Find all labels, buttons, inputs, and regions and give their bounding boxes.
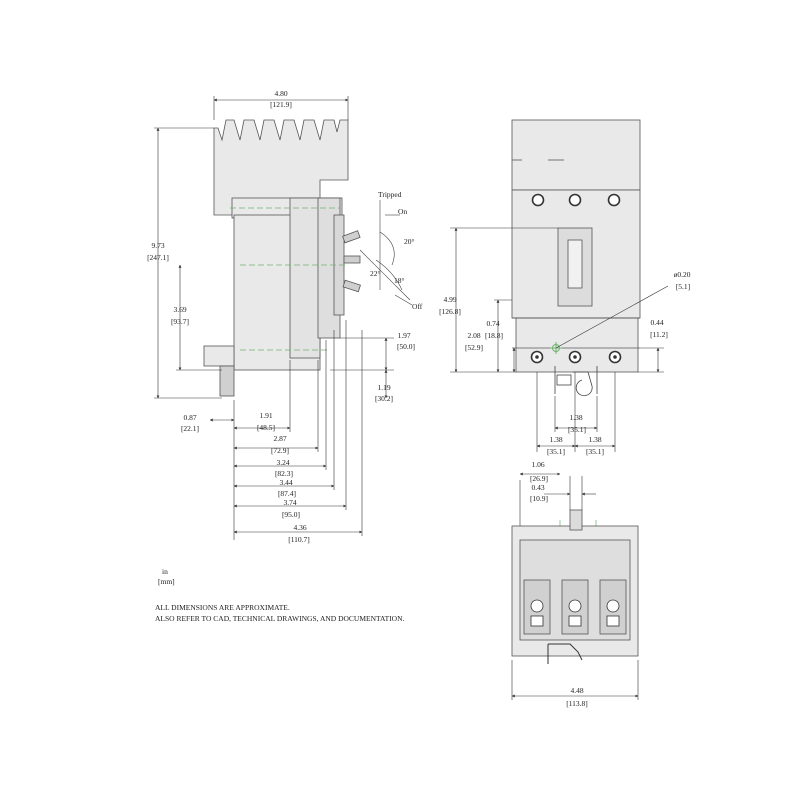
front-view-labels: 4.99 [126.8] 2.08 [52.9] 0.74 [18.8] ø0.…: [439, 270, 691, 456]
handle-width-in: 0.43: [531, 483, 544, 492]
label-angle-20: 20°: [404, 237, 415, 246]
top-screw-1: [531, 193, 545, 207]
depth-6-mm: [110.7]: [288, 535, 310, 544]
depth-3-in: 3.24: [276, 458, 289, 467]
handle-height-in: 1.97: [397, 331, 410, 340]
height-total-mm: [247.1]: [147, 253, 169, 262]
front-view-aux-terminal: [554, 366, 598, 397]
pole-spacing-right-mm: [35.1]: [586, 447, 604, 456]
top-screw-2: [568, 193, 582, 207]
note-refer-cad: ALSO REFER TO CAD, TECHNICAL DRAWINGS, A…: [155, 614, 405, 623]
side-view-lug: [219, 365, 235, 397]
height-mount-mm: [93.7]: [171, 317, 189, 326]
side-view-face: [289, 197, 321, 359]
depth-4-in: 3.44: [279, 478, 292, 487]
center-to-base-in: 2.08: [467, 331, 480, 340]
label-angle-18: 18°: [394, 276, 405, 285]
side-view-labels: 4.80 [121.9] 9.73 [247.1] 3.69 [93.7] 1.…: [147, 89, 415, 544]
handle-positions: [342, 230, 361, 293]
front-view-top-body: [511, 119, 641, 191]
handle-height-mm: [50.0]: [397, 342, 415, 351]
side-view: [203, 119, 349, 397]
depth-1-in: 1.91: [259, 411, 272, 420]
depth-2-mm: [72.9]: [271, 446, 289, 455]
lug-drop-in: 1.19: [377, 383, 390, 392]
width-top-in: 4.80: [274, 89, 287, 98]
lug-edge-in: 0.44: [650, 318, 663, 327]
height-handle-in: 4.99: [443, 295, 456, 304]
front-view-lower-body: [515, 317, 639, 373]
bottom-view-aux-wire: [547, 643, 583, 664]
bottom-view-handle: [569, 509, 583, 531]
width-top-mm: [121.9]: [270, 100, 292, 109]
bottom-view-lug-screws: [530, 599, 620, 627]
pole-spacing-center-in: 1.38: [569, 413, 582, 422]
lug-edge-mm: [11.2]: [650, 330, 668, 339]
depth-3-mm: [82.3]: [275, 469, 293, 478]
handle-off: [342, 279, 361, 293]
handle-offset-in: 1.06: [531, 460, 544, 469]
front-view-lug-centers: [535, 355, 617, 359]
front-view-handle: [567, 239, 583, 289]
height-mount-in: 3.69: [173, 305, 186, 314]
hole-offset-in: 0.74: [486, 319, 499, 328]
note-approximate: ALL DIMENSIONS ARE APPROXIMATE.: [155, 603, 290, 612]
depth-5-in: 3.74: [283, 498, 296, 507]
depth-6-in: 4.36: [293, 523, 306, 532]
units-primary: in: [162, 567, 168, 576]
handle-on: [342, 230, 361, 244]
side-view-dims: [154, 96, 394, 540]
bottom-view-dims: [511, 472, 639, 700]
rear-offset-mm: [22.1]: [181, 424, 199, 433]
hole-offset-mm: [18.8]: [485, 331, 503, 340]
hole-diameter-mm: [5.1]: [676, 282, 690, 291]
handle-text: Tripped On Off 20° 22° 18°: [370, 190, 423, 311]
lug-drop-mm: [30.2]: [375, 394, 393, 403]
label-off: Off: [412, 302, 423, 311]
handle-width-mm: [10.9]: [530, 494, 548, 503]
units-secondary: [mm]: [158, 577, 175, 586]
depth-2-in: 2.87: [273, 434, 286, 443]
label-tripped: Tripped: [378, 190, 402, 199]
pole-spacing-right-in: 1.38: [588, 435, 601, 444]
label-on: On: [398, 207, 407, 216]
overall-width-in: 4.48: [570, 686, 583, 695]
handle-arcs: [359, 200, 413, 306]
front-view: [511, 119, 641, 373]
side-view-fins: [213, 119, 349, 216]
handle-offset-mm: [26.9]: [530, 474, 548, 483]
depth-5-mm: [95.0]: [282, 510, 300, 519]
pole-spacing-left-in: 1.38: [549, 435, 562, 444]
overall-width-mm: [113.8]: [566, 699, 588, 708]
rear-offset-in: 0.87: [183, 413, 196, 422]
front-view-dims: [450, 227, 669, 452]
bottom-view-labels: 1.06 [26.9] 0.43 [10.9] 4.48 [113.8]: [530, 460, 588, 708]
bottom-view: [511, 509, 639, 657]
height-handle-mm: [126.8]: [439, 307, 461, 316]
label-angle-22: 22°: [370, 269, 381, 278]
hole-diameter-in: ø0.20: [674, 270, 691, 279]
height-total-in: 9.73: [151, 241, 164, 250]
pole-spacing-left-mm: [35.1]: [547, 447, 565, 456]
handle-tripped: [343, 255, 361, 264]
side-view-rear-mount: [203, 345, 235, 367]
top-screw-3: [607, 193, 621, 207]
depth-1-mm: [48.5]: [257, 423, 275, 432]
pole-spacing-center-mm: [35.1]: [568, 425, 586, 434]
depth-4-mm: [87.4]: [278, 489, 296, 498]
center-to-base-mm: [52.9]: [465, 343, 483, 352]
